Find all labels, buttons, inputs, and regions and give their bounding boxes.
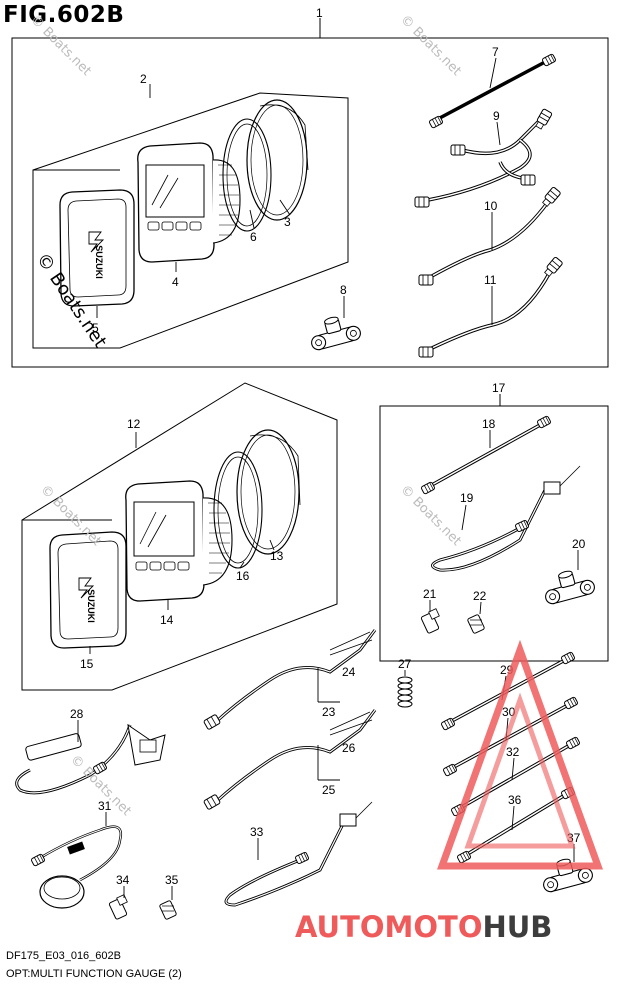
harness-25: [202, 709, 377, 811]
terminator-22: [467, 614, 485, 634]
callout-21: 21: [423, 587, 437, 601]
callout-16: 16: [236, 569, 250, 583]
cable-19: [431, 465, 581, 572]
brand-text: AUTOMOTOHUB: [295, 910, 552, 944]
mount-nut-13: [236, 429, 301, 555]
gauge-body-4: [137, 142, 241, 263]
callout-34: 34: [116, 873, 130, 887]
o-ring-6: [222, 118, 272, 232]
sensor-31: [30, 825, 123, 909]
callout-7: 7: [492, 45, 499, 59]
cable-30: [442, 696, 579, 777]
t-connector-37: [537, 852, 595, 894]
brand-part2: HUB: [482, 910, 552, 944]
callout-6: 6: [250, 230, 257, 244]
terminator-35: [159, 900, 177, 920]
terminator-34: [108, 894, 128, 920]
figure-code: DF175_E03_016_602B: [6, 950, 121, 962]
callout-18: 18: [482, 417, 496, 431]
callout-23: 23: [322, 705, 336, 719]
callout-8: 8: [340, 283, 347, 297]
callout-26: 26: [342, 741, 356, 755]
callout-2: 2: [140, 72, 147, 86]
gauge-face-cover-5: SUZUKI: [59, 189, 135, 307]
gauge-logo-text: SUZUKI: [94, 245, 104, 279]
t-connector-8: [305, 310, 363, 352]
callout-labels: 1 2 3 4 5 6 7 8 9 10 11 12 13 14 15 16 1…: [70, 6, 586, 887]
callout-10: 10: [484, 199, 498, 213]
callout-3: 3: [284, 215, 291, 229]
callout-11: 11: [484, 273, 497, 287]
callout-19: 19: [460, 491, 474, 505]
callout-12: 12: [127, 417, 141, 431]
callout-4: 4: [172, 275, 179, 289]
gauge-body-14: [125, 480, 233, 602]
callout-9: 9: [493, 109, 500, 123]
faint-watermark-4: © Boats.net: [397, 482, 464, 549]
sensor-28: [15, 723, 166, 795]
callout-32: 32: [506, 745, 520, 759]
callout-15: 15: [80, 657, 94, 671]
figure-title: FIG.602B: [3, 2, 125, 28]
cable-33: [224, 801, 373, 907]
callout-36: 36: [508, 793, 522, 807]
harness-10: [418, 186, 562, 286]
callout-14: 14: [160, 613, 174, 627]
callout-5: 5: [92, 321, 99, 335]
gauge-kit-box-12: [21, 382, 338, 691]
cable-7: [428, 53, 557, 129]
callout-28: 28: [70, 707, 84, 721]
callout-27: 27: [398, 657, 412, 671]
callout-22: 22: [473, 589, 487, 603]
callout-33: 33: [250, 825, 264, 839]
terminator-21: [420, 608, 440, 634]
gauge-logo-text-2: SUZUKI: [86, 589, 96, 623]
callout-20: 20: [572, 537, 586, 551]
callout-35: 35: [165, 873, 179, 887]
group-17-box: [379, 405, 609, 662]
cable-18: [420, 415, 552, 495]
callout-25: 25: [322, 783, 336, 797]
callout-17: 17: [492, 381, 506, 395]
gauge-face-cover-15: SUZUKI: [49, 531, 127, 649]
brand-part1: AUTOMOTO: [295, 910, 482, 944]
harness-9: [414, 108, 553, 208]
cable-32: [450, 736, 581, 817]
callout-31: 31: [98, 799, 112, 813]
callout-24: 24: [342, 665, 356, 679]
faint-watermark-2: © Boats.net: [397, 12, 464, 79]
gauge-kit-box-2: [32, 92, 349, 349]
t-connector-20: [539, 564, 597, 606]
mount-nut-3: [246, 99, 309, 221]
callout-13: 13: [270, 549, 284, 563]
faint-watermark-1: © Boats.net: [27, 12, 94, 79]
o-ring-16: [213, 451, 263, 569]
spring-27: [397, 676, 413, 708]
callout-1: 1: [316, 6, 323, 20]
figure-description: OPT:MULTI FUNCTION GAUGE (2): [6, 968, 182, 980]
group-1-box: [11, 37, 609, 368]
harness-23: [202, 629, 377, 731]
brand-logo: AUTOMOTOHUB: [295, 639, 603, 944]
